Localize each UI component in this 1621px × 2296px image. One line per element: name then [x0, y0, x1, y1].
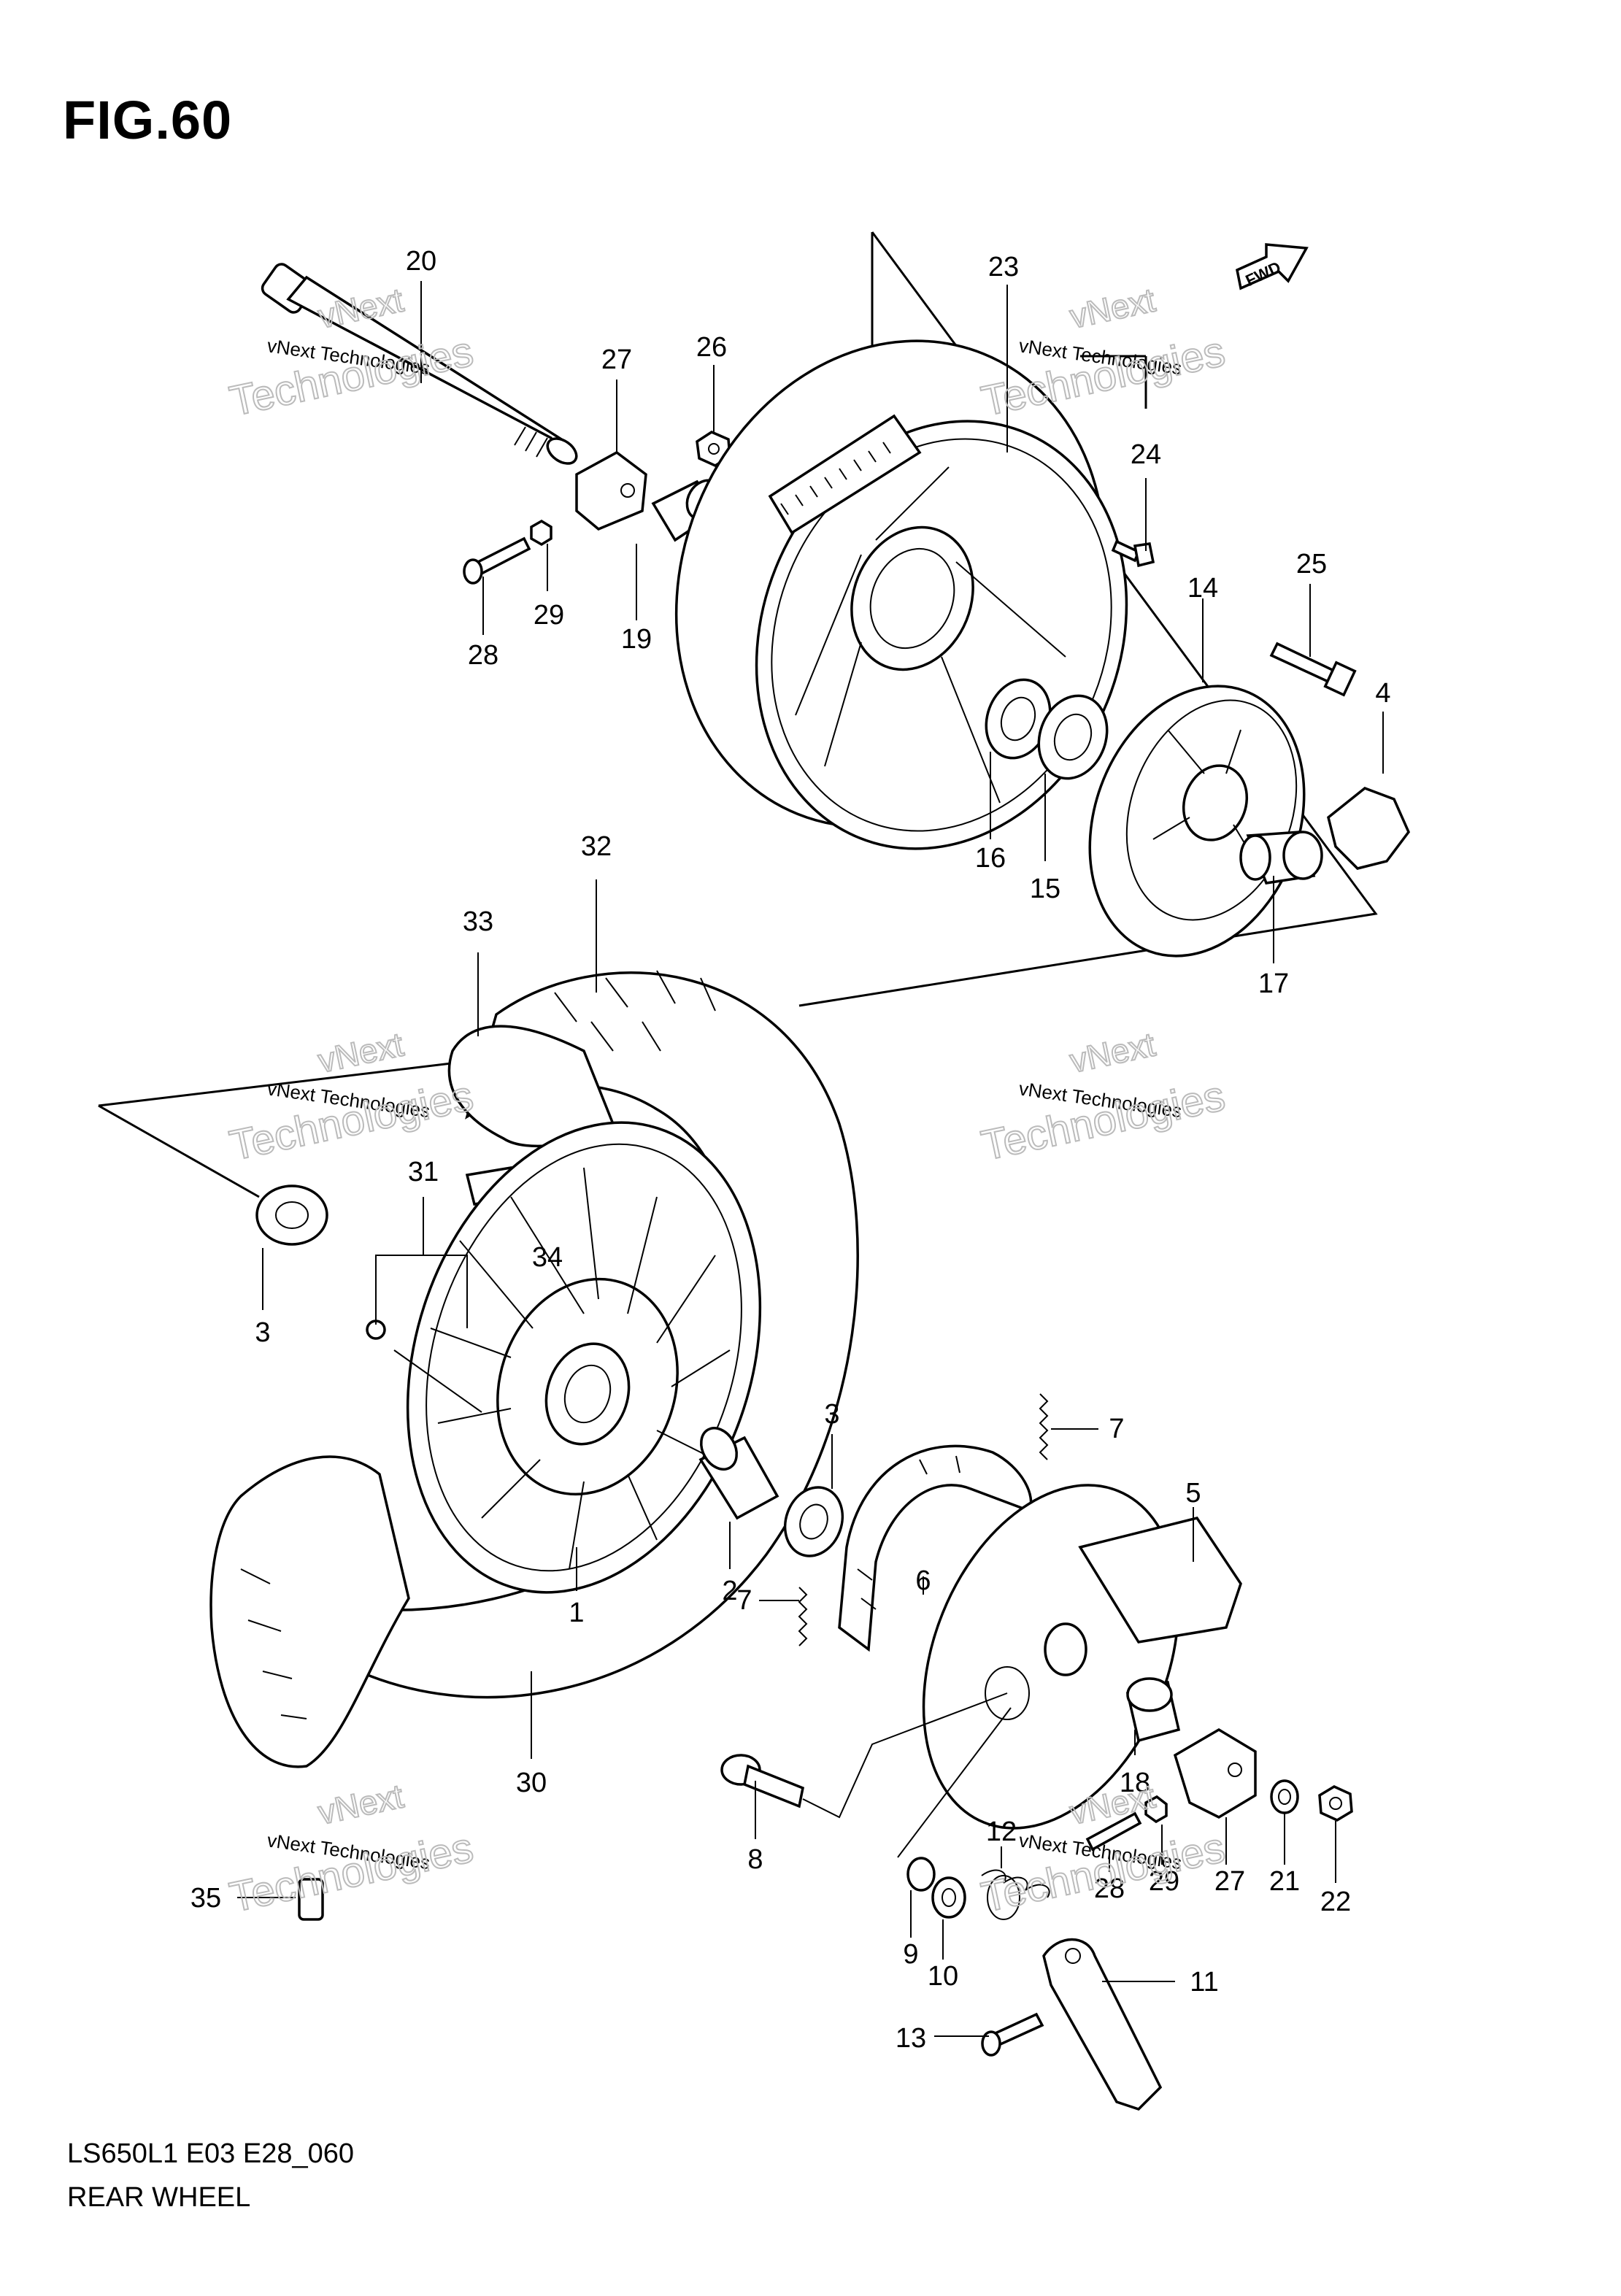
callout-3-right: 3	[824, 1399, 839, 1430]
adjuster-bolt-upper	[463, 519, 552, 585]
svg-text:vNext: vNext	[1066, 1025, 1158, 1079]
spring-7-lower	[798, 1587, 808, 1646]
bearing-3-right	[783, 1486, 844, 1557]
figure-title: FIG.60	[63, 90, 233, 150]
spring-7-upper	[1039, 1393, 1049, 1460]
callout-27: 27	[601, 344, 632, 375]
callout-11: 11	[1190, 1967, 1218, 1998]
bolt-25	[1269, 642, 1357, 697]
rear-axle	[261, 263, 578, 465]
callout-12: 12	[986, 1817, 1017, 1847]
callout-24: 24	[1131, 439, 1161, 470]
leader-lines	[237, 281, 1384, 2037]
callout-2: 2	[722, 1576, 737, 1606]
callout-30: 30	[516, 1768, 547, 1798]
adjuster-bolt-lower	[1085, 1795, 1168, 1852]
washer-21	[1270, 1779, 1299, 1814]
spring-12	[981, 1869, 1050, 1920]
nut-22	[1318, 1785, 1353, 1822]
callout-14: 14	[1187, 573, 1218, 604]
svg-text:Technologies: Technologies	[226, 1824, 477, 1922]
wheel-rim	[406, 1121, 762, 1594]
callout-29: 29	[534, 600, 564, 631]
callout-23: 23	[988, 252, 1019, 282]
diagram-code: LS650L1 E03 E28_060	[67, 2138, 355, 2169]
seal-9	[906, 1857, 936, 1892]
callout-15: 15	[1030, 874, 1060, 904]
callout-26: 26	[696, 332, 727, 363]
fwd-arrow-icon: FWD	[1236, 243, 1309, 290]
callout-28: 28	[468, 640, 498, 671]
watermark-bottom-left: vNext Technologies vNext Technologies	[225, 1776, 478, 1922]
callout-16: 16	[975, 843, 1006, 874]
diagram-caption: REAR WHEEL	[67, 2182, 251, 2213]
svg-text:vNext: vNext	[1066, 280, 1158, 335]
valve-cap-35	[298, 1878, 324, 1921]
svg-text:Technologies: Technologies	[977, 328, 1229, 425]
bearing-16	[985, 678, 1052, 760]
washer-10	[931, 1876, 966, 1919]
callout-8: 8	[747, 1844, 763, 1875]
collar-18	[1125, 1677, 1181, 1743]
callout-10: 10	[928, 1961, 958, 1992]
bearing-3-left	[255, 1184, 328, 1246]
chain-adjuster-upper	[575, 450, 647, 531]
callout-18: 18	[1120, 1768, 1150, 1798]
callout-7-lower: 7	[736, 1585, 752, 1616]
callout-34: 34	[532, 1242, 563, 1273]
brake-shoes-6	[838, 1444, 1033, 1652]
svg-text:vNext: vNext	[315, 1776, 407, 1831]
callout-19: 19	[621, 624, 652, 655]
bolt-13	[981, 2012, 1044, 2057]
callout-4: 4	[1375, 678, 1390, 709]
collar-17	[1239, 831, 1323, 885]
watermark-top-left: vNext Technologies vNext Technologies	[225, 280, 478, 425]
callout-27-lower: 27	[1214, 1866, 1245, 1897]
callout-25: 25	[1296, 549, 1327, 579]
callout-22: 22	[1320, 1887, 1351, 1917]
callout-6: 6	[915, 1565, 931, 1596]
svg-text:Technologies: Technologies	[977, 1072, 1229, 1170]
spacer-2	[698, 1427, 779, 1520]
bearing-15	[1037, 694, 1109, 780]
callout-35: 35	[190, 1883, 221, 1914]
watermark-middle-right: vNext Technologies vNext Technologies	[977, 1024, 1230, 1170]
callout-numbers: 20 23 26 27 24 25 28 29 19 14 4 16 15 17…	[190, 246, 1391, 2054]
brake-cam-8	[720, 1754, 805, 1808]
callout-21: 21	[1269, 1866, 1300, 1897]
damper-4	[1327, 787, 1411, 870]
watermark-top-right: vNext Technologies vNext Technologies	[977, 280, 1230, 425]
svg-text:Technologies: Technologies	[226, 328, 477, 425]
callout-7-upper: 7	[1109, 1414, 1124, 1444]
callout-9: 9	[903, 1939, 918, 1970]
callout-13: 13	[896, 2023, 926, 2054]
cam-lever-11	[1042, 1938, 1163, 2111]
watermark-middle-left: vNext Technologies vNext Technologies	[225, 1024, 478, 1170]
svg-text:vNext: vNext	[315, 1025, 407, 1079]
callout-3-left: 3	[255, 1317, 270, 1348]
svg-text:vNext: vNext	[315, 280, 407, 335]
callout-33: 33	[463, 906, 493, 937]
callout-17: 17	[1258, 968, 1289, 999]
bolt-24	[1111, 539, 1155, 568]
callout-32: 32	[581, 831, 612, 862]
callout-5: 5	[1185, 1478, 1201, 1509]
chain-adjuster-lower	[1173, 1727, 1257, 1819]
brake-panel-5	[922, 1484, 1242, 1830]
callout-29-lower: 29	[1149, 1866, 1179, 1897]
callout-1: 1	[569, 1598, 584, 1628]
callout-20: 20	[406, 246, 436, 277]
callout-28-lower: 28	[1094, 1873, 1125, 1904]
callout-31: 31	[408, 1157, 439, 1187]
